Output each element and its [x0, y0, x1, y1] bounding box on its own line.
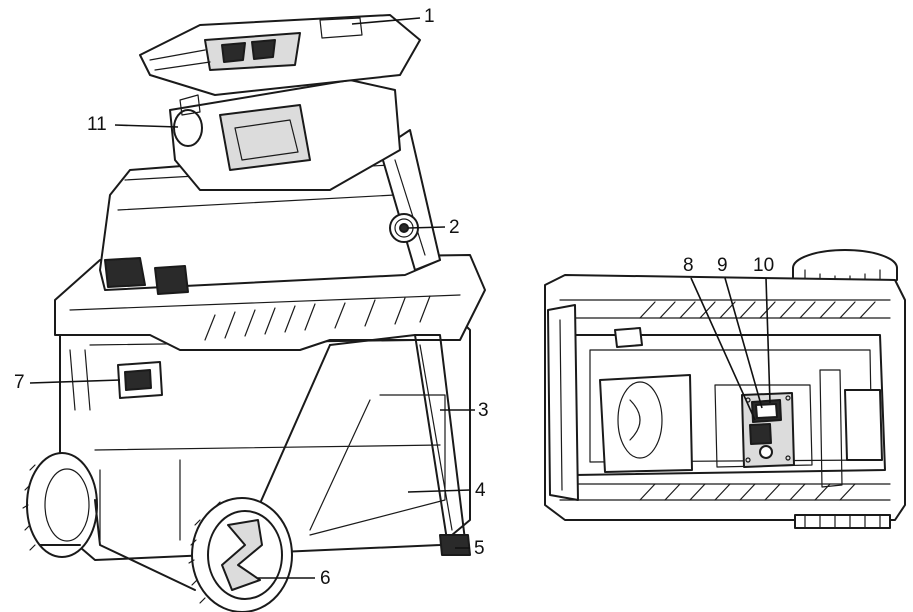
callout-7: 7	[14, 372, 25, 393]
hopper	[169, 79, 401, 191]
callout-5: 5	[474, 538, 485, 559]
callout-11: 11	[87, 114, 107, 135]
side-latch	[69, 349, 163, 411]
callout-2: 2	[449, 217, 460, 238]
leader-lines-left	[29, 17, 475, 579]
bottom-frame	[39, 499, 196, 591]
rear-knob	[173, 94, 203, 147]
rear-wheel	[22, 452, 98, 558]
callout-1: 1	[424, 6, 435, 27]
callout-4: 4	[475, 480, 486, 501]
callout-9: 9	[717, 255, 728, 276]
top-handle	[139, 14, 421, 96]
front-wheel	[188, 497, 293, 612]
callout-10: 10	[753, 255, 775, 276]
callout-6: 6	[320, 568, 331, 589]
callout-8: 8	[683, 255, 694, 276]
callout-3: 3	[478, 400, 489, 421]
